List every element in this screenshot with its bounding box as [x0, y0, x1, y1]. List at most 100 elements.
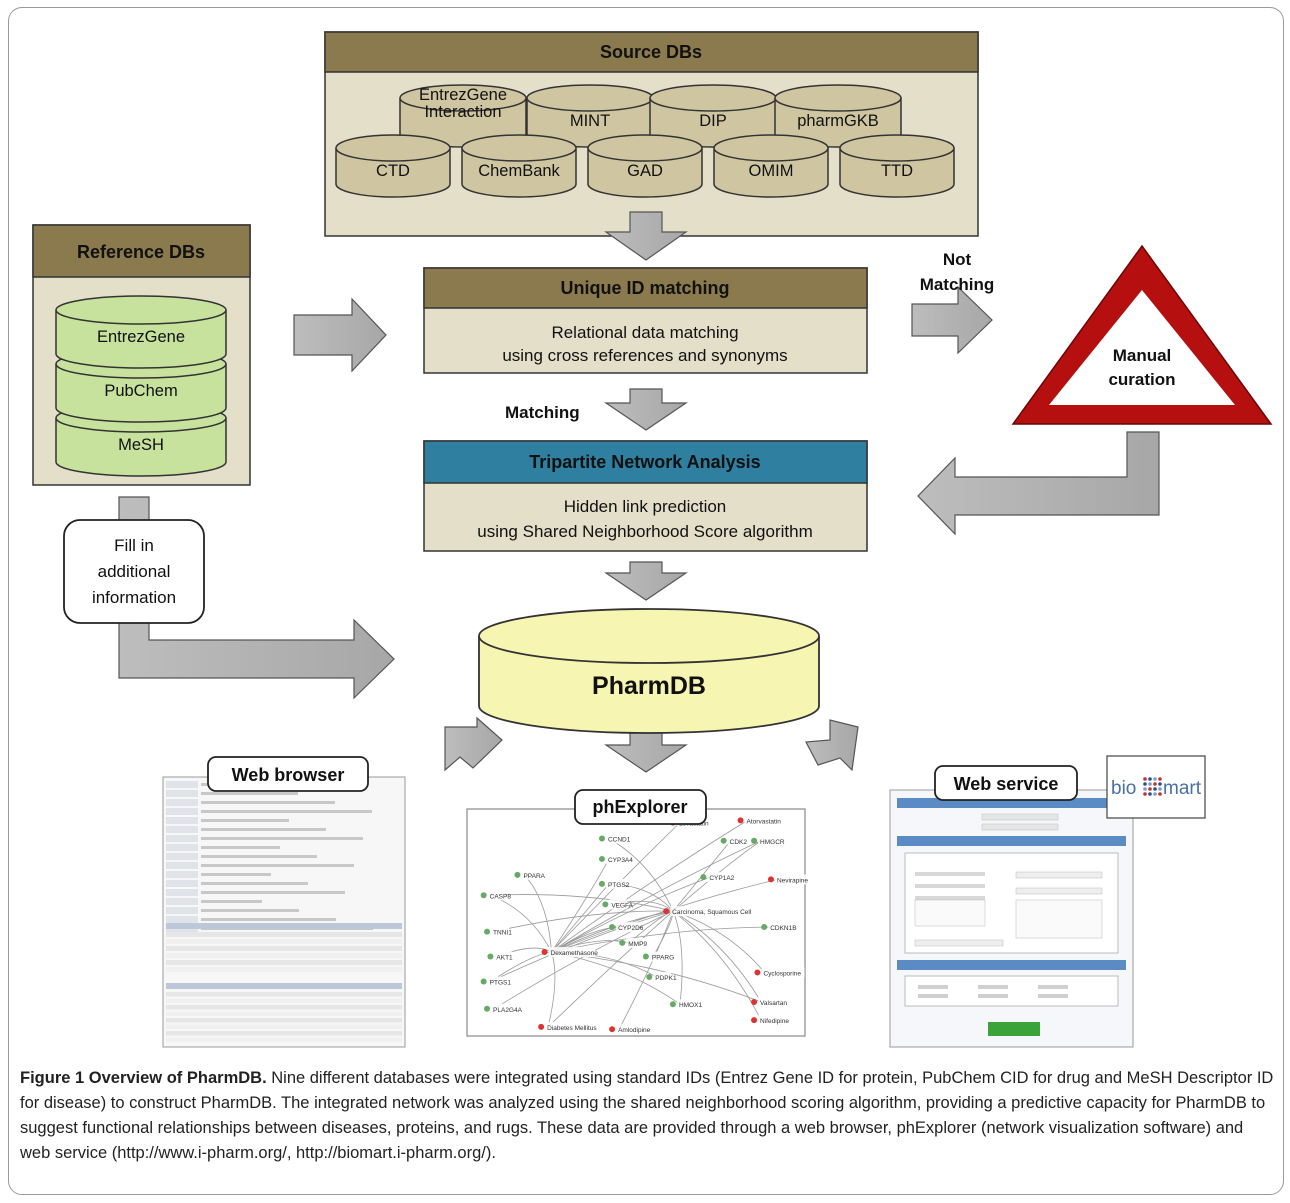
- db-label-pubchem: PubChem: [104, 382, 177, 400]
- arrow-to-web-browser: [444, 716, 503, 772]
- pharmdb-label: PharmDB: [592, 672, 706, 700]
- web-browser-screenshot: Web browser: [162, 756, 406, 1048]
- network-node-label: CDK2: [730, 839, 748, 846]
- db-label-entrezgene-interaction-line1: EntrezGene: [419, 86, 507, 104]
- caption-title: Figure 1 Overview of PharmDB.: [20, 1069, 267, 1087]
- unique-id-body-line1: Relational data matching: [551, 323, 738, 342]
- fill-in-line1: Fill in: [114, 536, 154, 555]
- svg-text:bio: bio: [1111, 778, 1136, 799]
- db-cylinder-ctd: CTD: [335, 134, 451, 198]
- network-node-mmp9: MMP9: [619, 937, 647, 948]
- db-label-ttd: TTD: [881, 162, 913, 180]
- network-node-ptgs1: PTGS1: [480, 976, 512, 987]
- fill-in-box: Fill in additional information: [63, 519, 205, 624]
- db-label-entrezgene: EntrezGene: [97, 328, 185, 346]
- matching-label: Matching: [505, 403, 580, 422]
- network-node-label: Cyclosporine: [763, 970, 801, 977]
- network-node-amlodipine: Amlodipine: [609, 1024, 653, 1035]
- network-node-pparg: PPARG: [642, 951, 674, 962]
- svg-text:mart: mart: [1163, 778, 1202, 799]
- network-node-label: CDKN1B: [770, 925, 796, 932]
- arrow-to-phexplorer: [604, 732, 688, 773]
- figure-frame: [8, 7, 1284, 1195]
- db-cylinder-chembank: ChemBank: [461, 134, 577, 198]
- db-label-dip: DIP: [699, 112, 727, 130]
- arrow-to-manual-curation: [911, 285, 993, 355]
- db-cylinder-gad: GAD: [587, 134, 703, 198]
- arrow-tripartite-to-pharmdb: [604, 561, 688, 601]
- network-node-label: CYP1A2: [709, 875, 734, 882]
- reference-dbs-title: Reference DBs: [77, 242, 205, 262]
- network-node-tnni1: TNNI1: [484, 926, 512, 937]
- fill-in-line3: information: [92, 588, 176, 607]
- db-cylinder-ttd: TTD: [839, 134, 955, 198]
- network-node-carcinoma-squamous-cell: Carcinoma, Squamous Cell: [663, 906, 757, 917]
- network-node-cyp3a4: CYP3A4: [598, 853, 633, 864]
- tripartite-body-line1: Hidden link prediction: [564, 497, 727, 516]
- caption-text: Nine different databases were integrated…: [20, 1069, 1274, 1162]
- network-node-nifedipine: Nifedipine: [751, 1015, 795, 1026]
- network-node-dexamethasone: Dexamethasone: [541, 947, 599, 958]
- network-node-valsartan: Valsartan: [751, 996, 791, 1007]
- network-node-label: Nifedipine: [760, 1018, 789, 1025]
- network-node-label: HMGCR: [760, 839, 785, 846]
- unique-id-body-line2: using cross references and synonyms: [502, 346, 787, 365]
- network-node-atorvastatin: Atorvastatin: [737, 815, 788, 826]
- network-node-label: PTGS2: [608, 882, 630, 889]
- db-label-ctd: CTD: [376, 162, 410, 180]
- biomart-logo: bio mart: [1106, 755, 1206, 819]
- network-node-label: PDPK1: [655, 975, 677, 982]
- network-node-casp8: CASP8: [480, 890, 511, 901]
- arrow-source-to-matching: [604, 211, 688, 261]
- network-node-akt1: AKT1: [487, 951, 513, 962]
- network-node-cdk2: CDK2: [720, 835, 748, 846]
- network-node-label: HMOX1: [679, 1002, 703, 1009]
- network-node-ppara: PPARA: [514, 869, 546, 880]
- network-node-label: MMP9: [628, 941, 647, 948]
- network-node-pdpk1: PDPK1: [646, 971, 677, 982]
- pharmdb-cylinder: PharmDB: [478, 608, 820, 734]
- network-node-label: CYP2D6: [618, 925, 644, 932]
- db-label-mint: MINT: [570, 112, 610, 130]
- network-node-cyclosporine: Cyclosporine: [754, 967, 805, 978]
- network-node-label: CCND1: [608, 837, 631, 844]
- web-browser-label: Web browser: [232, 765, 345, 785]
- network-node-label: Nevirapine: [777, 877, 808, 884]
- network-node-label: CYP3A4: [608, 857, 633, 864]
- network-node-cyp2d6: CYP2D6: [609, 922, 644, 933]
- network-node-label: Diabetes Mellitus: [547, 1025, 597, 1032]
- phexplorer-screenshot: CCND1CYP3A4PTGS2VEGFACYP2D6MMP9PPARGPDPK…: [466, 789, 811, 1037]
- network-node-label: Amlodipine: [618, 1027, 651, 1034]
- arrow-matching-to-tripartite: [604, 388, 688, 431]
- network-node-label: Dexamethasone: [551, 950, 599, 957]
- db-label-gad: GAD: [627, 162, 663, 180]
- network-node-label: PLA2G4A: [493, 1007, 523, 1014]
- network-node-label: PPARG: [652, 955, 674, 962]
- unique-id-matching-box: Unique ID matching Relational data match…: [423, 267, 868, 374]
- network-node-nevirapine: Nevirapine: [767, 874, 811, 885]
- db-label-omim: OMIM: [749, 162, 794, 180]
- network-node-label: TNNI1: [493, 930, 512, 937]
- not-matching-line2: Matching: [920, 275, 995, 294]
- db-cylinder-entrezgene: EntrezGene: [55, 295, 227, 369]
- network-node-label: Atorvastatin: [747, 818, 782, 825]
- tripartite-body-line2: using Shared Neighborhood Score algorith…: [477, 522, 812, 541]
- network-node-label: PTGS1: [490, 980, 512, 987]
- source-dbs-title: Source DBs: [600, 42, 702, 62]
- network-node-cyp1a2: CYP1A2: [700, 872, 735, 883]
- arrow-curation-to-tripartite: [917, 431, 1160, 536]
- manual-curation-line2: curation: [1108, 370, 1175, 389]
- phexplorer-label: phExplorer: [592, 797, 687, 817]
- arrow-reference-to-matching: [293, 297, 387, 373]
- flow-arrows: [118, 211, 1160, 773]
- network-node-label: Carcinoma, Squamous Cell: [672, 909, 752, 916]
- network-node-ccnd1: CCND1: [598, 833, 631, 844]
- network-node-ptgs2: PTGS2: [598, 878, 630, 889]
- network-node-label: AKT1: [496, 955, 513, 962]
- network-node-hmox1: HMOX1: [669, 999, 703, 1010]
- web-service-label: Web service: [954, 774, 1059, 794]
- unique-id-title: Unique ID matching: [560, 278, 729, 298]
- manual-curation-line1: Manual: [1113, 346, 1172, 365]
